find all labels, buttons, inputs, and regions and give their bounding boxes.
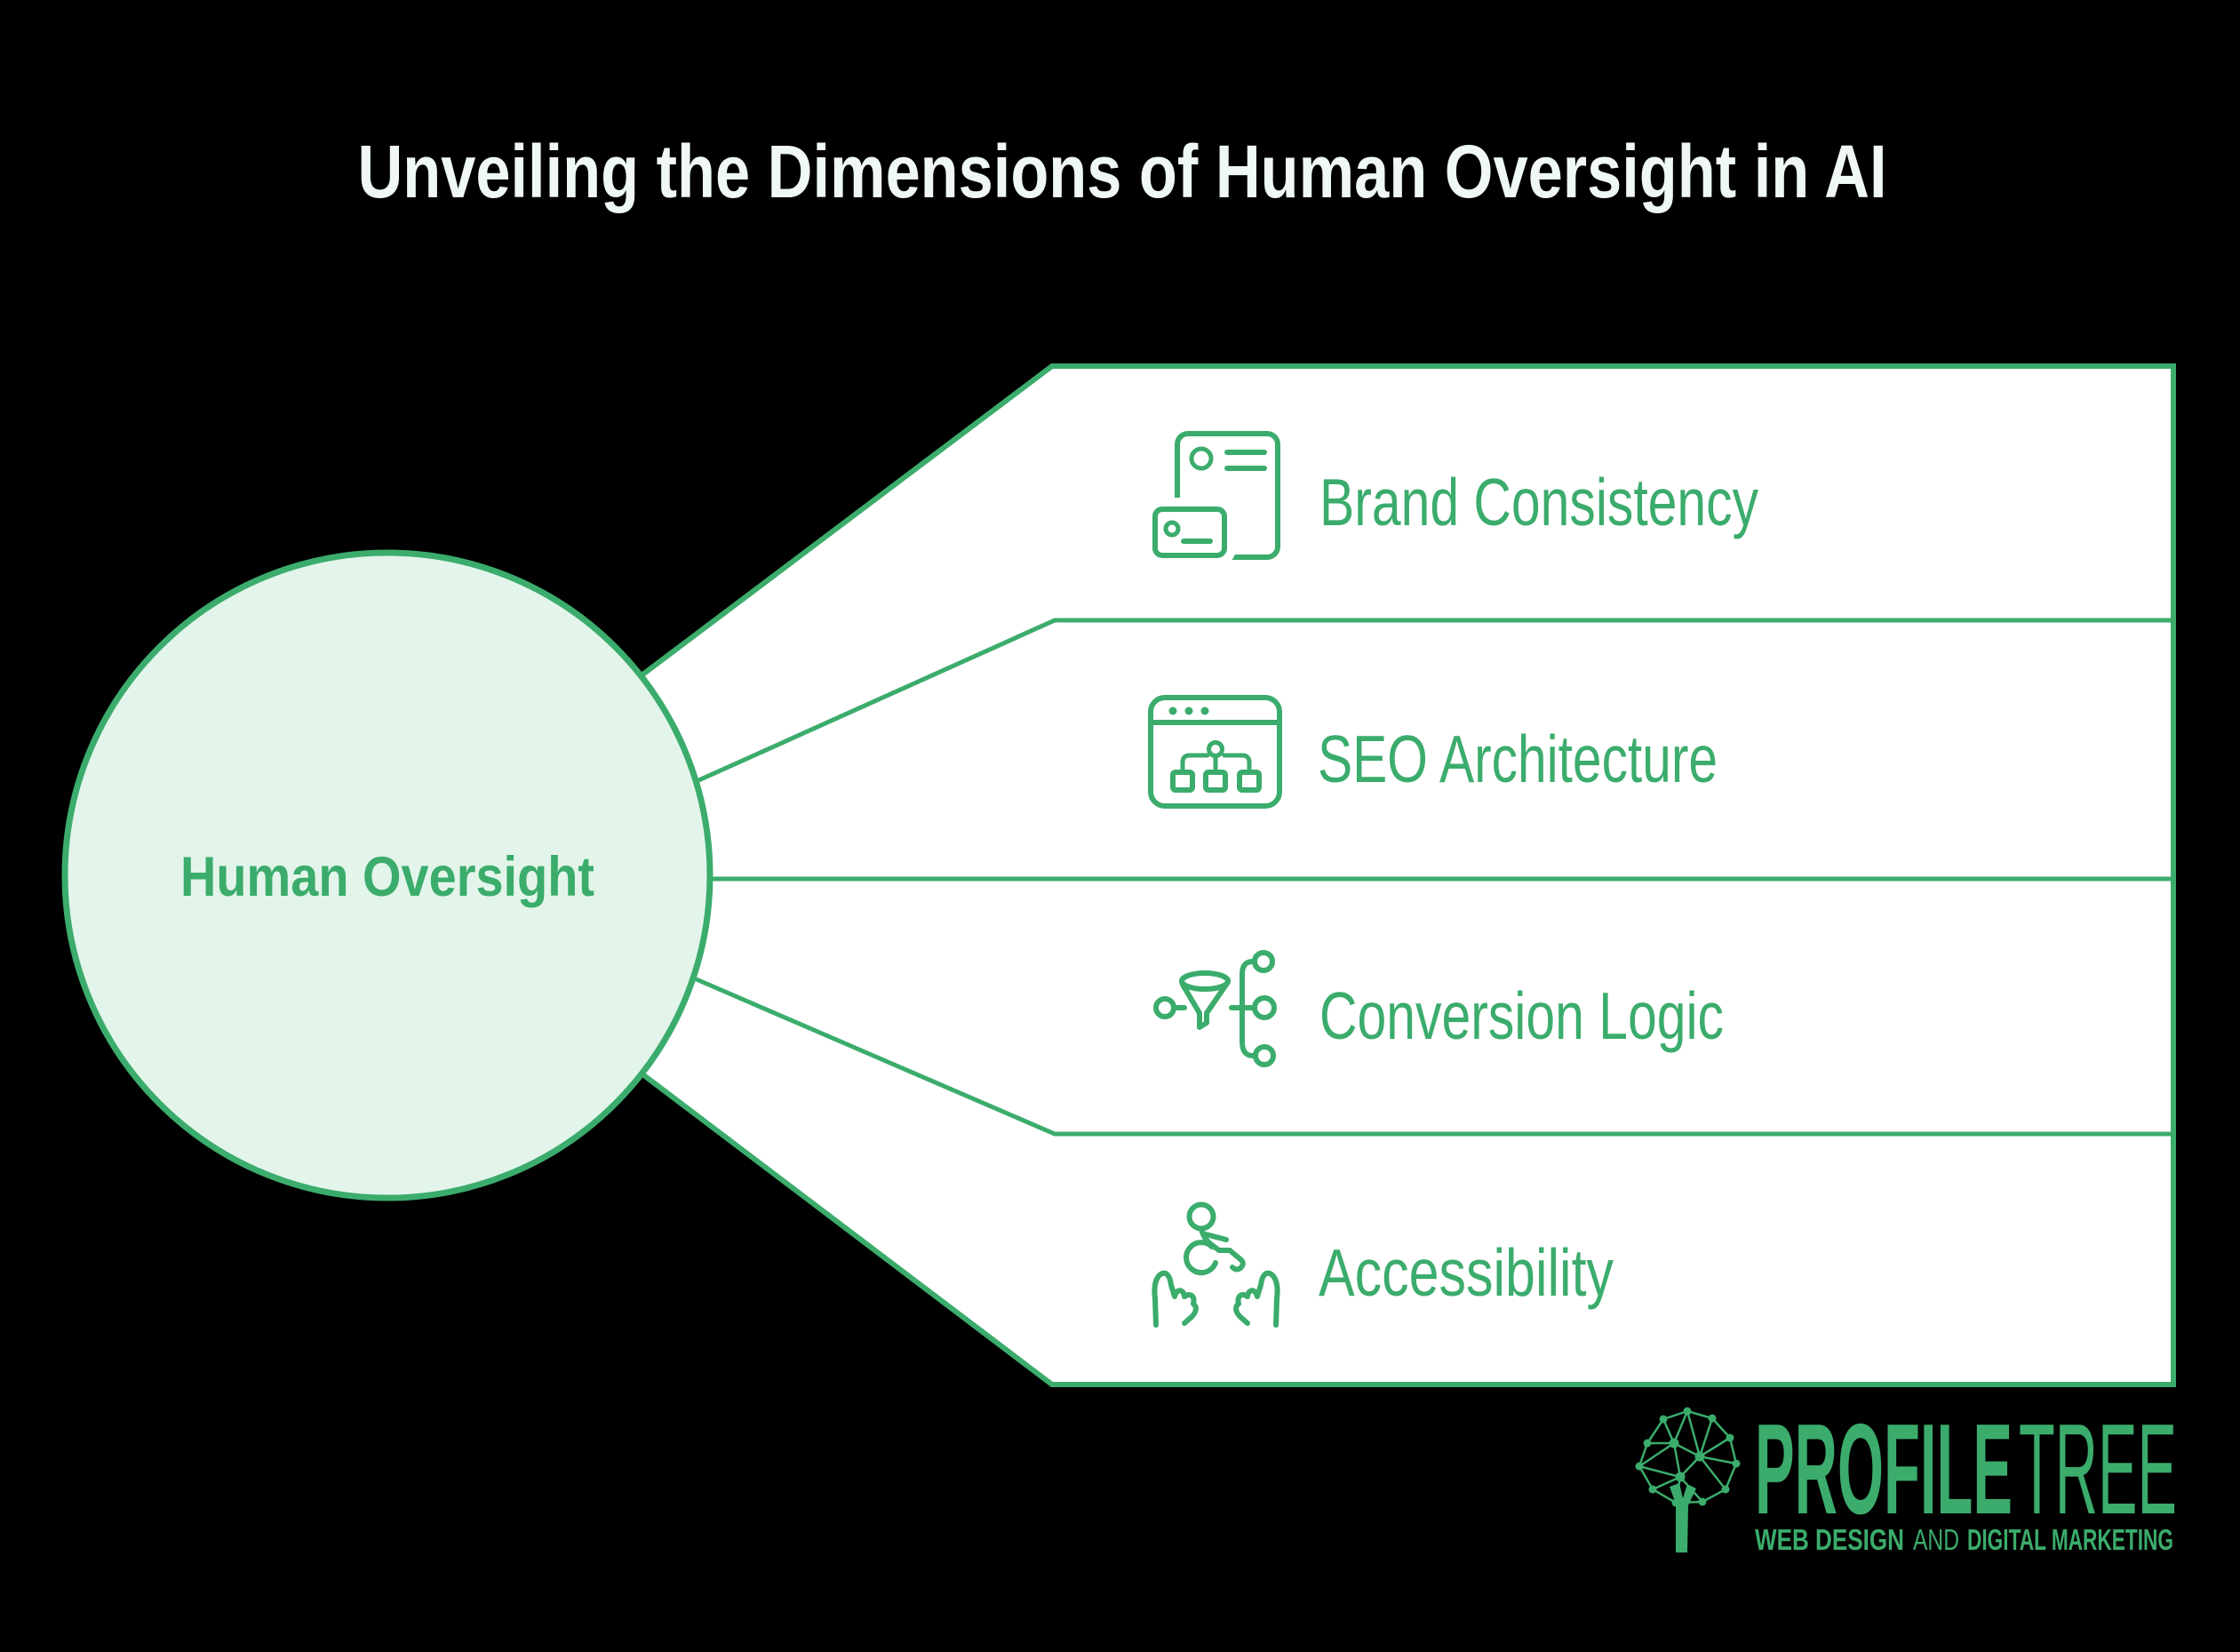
separator-3: [691, 975, 2173, 1137]
branch-fan: [634, 363, 2176, 1387]
browser-sitemap-icon: [1148, 695, 1282, 809]
hub-circle: [61, 549, 713, 1201]
funnel-branch-icon: [1153, 950, 1277, 1067]
page-title: Unveiling the Dimensions of Human Oversi…: [358, 130, 1887, 213]
branch-label: Conversion Logic: [1319, 978, 1724, 1053]
logo-tagline-web-design: WEB DESIGN: [1755, 1523, 1904, 1556]
branch-seo-architecture: SEO Architecture: [1148, 695, 1718, 809]
branch-label: Brand Consistency: [1319, 465, 1758, 539]
profiletree-tree-icon: [1635, 1407, 1741, 1552]
hub-label: Human Oversight: [180, 846, 594, 908]
branch-conversion-logic: Conversion Logic: [1153, 950, 1724, 1067]
branch-label: Accessibility: [1319, 1235, 1614, 1310]
id-cards-icon: [1144, 431, 1280, 567]
logo-tagline-and: AND: [1913, 1523, 1959, 1556]
logo-name-secondary: TREE: [2019, 1397, 2177, 1541]
logo-name-primary: PROFILE: [1755, 1397, 2013, 1541]
branch-label: SEO Architecture: [1318, 722, 1718, 796]
logo-tagline-digital-marketing: DIGITAL MARKETING: [1967, 1523, 2173, 1556]
branch-brand-consistency: Brand Consistency: [1144, 431, 1758, 567]
branch-accessibility: Accessibility: [1152, 1201, 1614, 1328]
separator-1: [693, 618, 2173, 785]
central-hub: Human Oversight: [61, 549, 713, 1201]
profiletree-logo: PROFILE TREE WEB DESIGN AND DIGITAL MARK…: [1635, 1397, 2177, 1556]
hands-wheelchair-icon: [1152, 1201, 1277, 1328]
